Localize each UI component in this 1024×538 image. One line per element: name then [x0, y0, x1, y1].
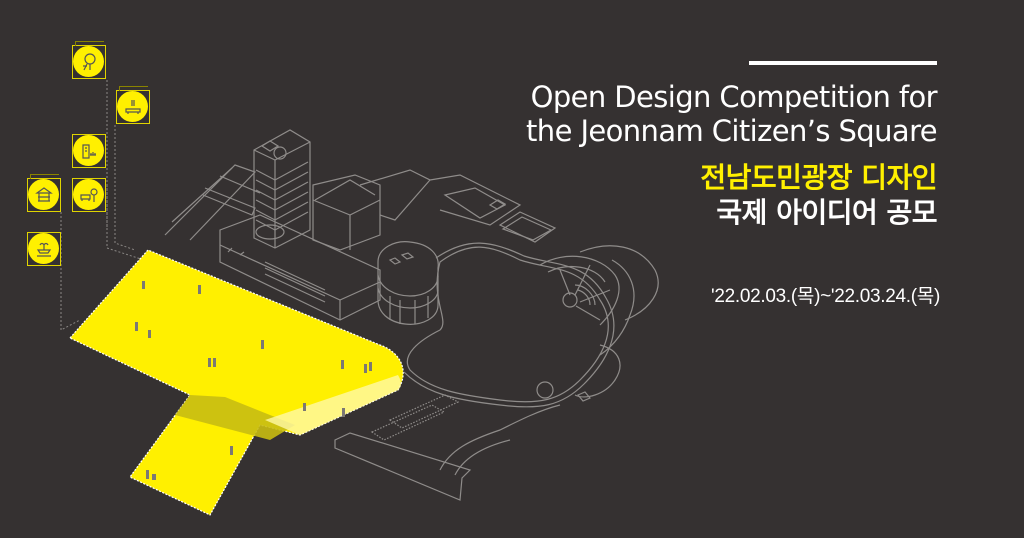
- tower-building: [253, 129, 311, 249]
- title-en-line2: the Jeonnam Citizen’s Square: [526, 114, 938, 148]
- yellow-plaza: [69, 249, 404, 516]
- trees-icon: [72, 41, 106, 79]
- rear-structures: [429, 174, 557, 243]
- fountain-plaza-icon: [116, 86, 150, 124]
- fountain-icon: [27, 232, 61, 266]
- title-rule: [749, 61, 937, 65]
- title-ko-line2: 국제 아이디어 공모: [716, 196, 937, 229]
- icon-connector-lines: [60, 80, 151, 331]
- title-korean: 전남도민광장 디자인 국제 아이디어 공모: [700, 160, 937, 230]
- building-garden-icon: [72, 134, 106, 168]
- round-building: [377, 241, 439, 325]
- parking-left: [164, 164, 261, 241]
- amphitheater: [539, 245, 659, 402]
- people-figures: [135, 281, 372, 480]
- competition-period: '22.02.03.(목)~'22.03.24.(목): [711, 286, 940, 307]
- pavilion-icon: [27, 174, 61, 212]
- title-english: Open Design Competition for the Jeonnam …: [526, 80, 938, 148]
- central-park-path: [403, 242, 615, 408]
- bench-tree-icon: [72, 178, 106, 212]
- main-complex: [219, 169, 431, 321]
- title-ko-line1: 전남도민광장 디자인: [700, 161, 937, 194]
- title-en-line1: Open Design Competition for: [530, 80, 938, 114]
- parking-lower: [334, 394, 561, 501]
